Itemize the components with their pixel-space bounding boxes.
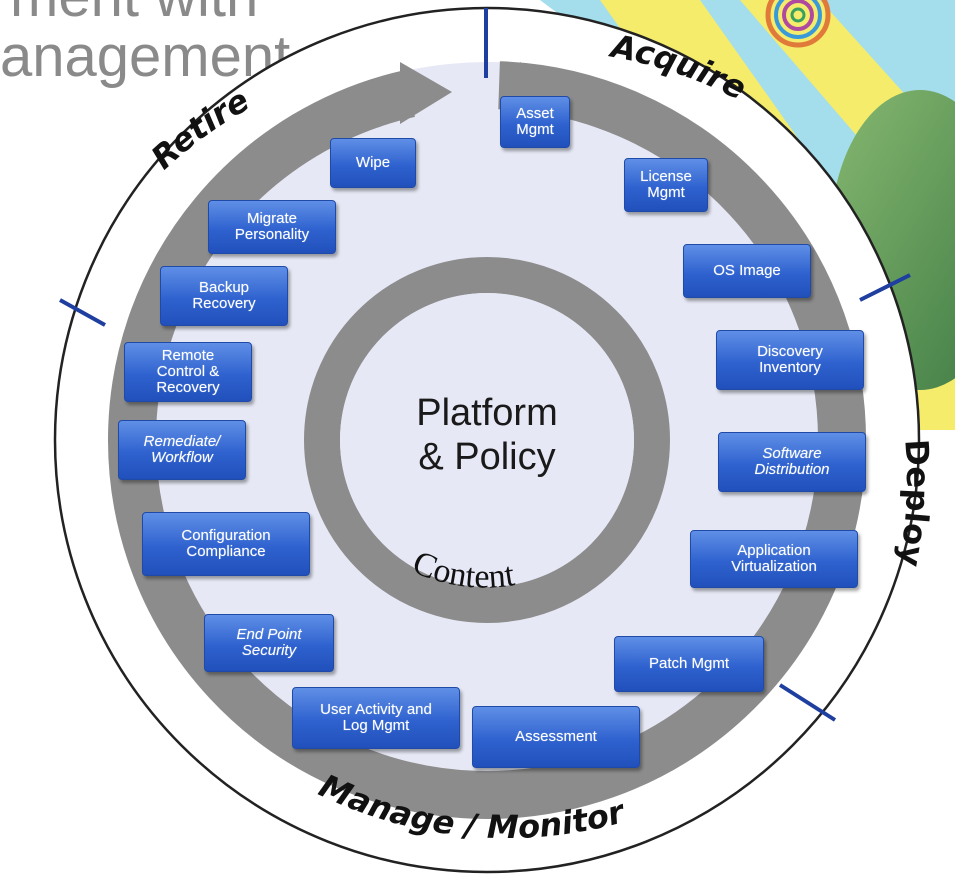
node-remediate-workflow: Remediate/ Workflow (118, 420, 246, 480)
node-license-mgmt: License Mgmt (624, 158, 708, 212)
node-os-image: OS Image (683, 244, 811, 298)
divider-left (59, 298, 106, 327)
node-discovery-inventory: Discovery Inventory (716, 330, 864, 390)
node-application-virtualization: Application Virtualization (690, 530, 858, 588)
divider-bottom-right (778, 683, 837, 722)
node-configuration-compliance: Configuration Compliance (142, 512, 310, 576)
node-asset-mgmt: Asset Mgmt (500, 96, 570, 148)
divider-right (859, 273, 911, 302)
content-ring (304, 257, 670, 623)
center-label-line-1: Platform (416, 392, 558, 434)
node-software-distribution: Software Distribution (718, 432, 866, 492)
center-label: Platform & Policy (387, 392, 587, 479)
node-assessment: Assessment (472, 706, 640, 768)
node-wipe: Wipe (330, 138, 416, 188)
center-disc (340, 293, 634, 587)
node-end-point-security: End Point Security (204, 614, 334, 672)
node-backup-recovery: Backup Recovery (160, 266, 288, 326)
node-remote-control-recovery: Remote Control & Recovery (124, 342, 252, 402)
slide-title-line-1: ment with (10, 0, 258, 26)
node-migrate-personality: Migrate Personality (208, 200, 336, 254)
node-user-activity-log-mgmt: User Activity and Log Mgmt (292, 687, 460, 749)
arrow-head-retire (400, 62, 452, 124)
node-patch-mgmt: Patch Mgmt (614, 636, 764, 692)
slide-title-line-2: anagement (0, 24, 291, 89)
center-label-line-2: & Policy (418, 435, 556, 478)
logo-icon (765, 0, 831, 48)
